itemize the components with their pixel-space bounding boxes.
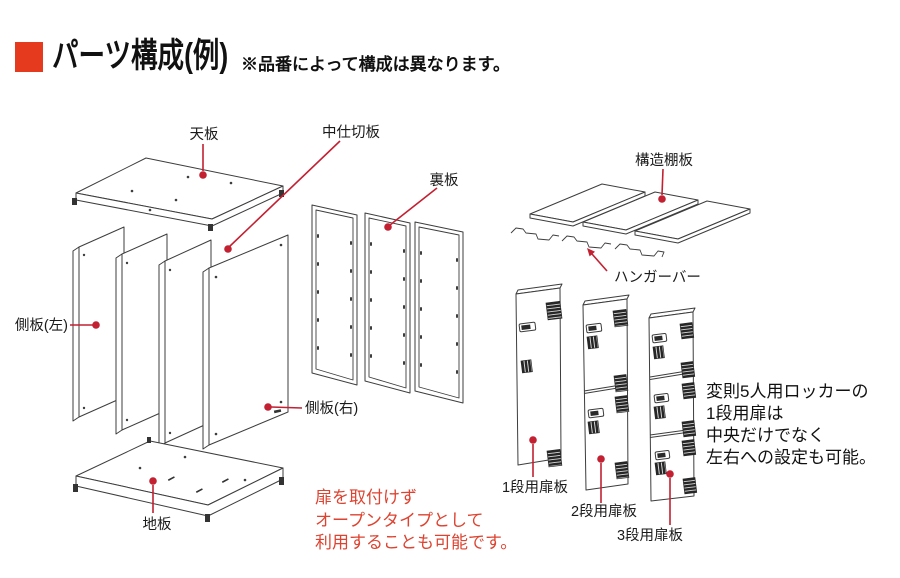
side-panel-left-shape: [72, 226, 125, 422]
irregular-locker-note-line: 1段用扉は: [706, 404, 784, 423]
door-3tier-shape: [648, 307, 698, 502]
label-door-3tier: 3段用扉板: [617, 526, 684, 544]
open-type-note: 扉を取付けず オープンタイプとして 利用することも可能です。: [315, 487, 517, 555]
open-type-note-line: 利用することも可能です。: [315, 533, 518, 552]
irregular-locker-note: 変則5人用ロッカーの 1段用扉は 中央だけでなく 左右への設定も可能。: [706, 381, 876, 469]
label-side-panel-left: 側板(左): [15, 316, 68, 334]
label-top-panel: 天板: [190, 125, 219, 143]
shelf-panels-shape: [529, 183, 751, 244]
back-panels-shape: [311, 204, 464, 404]
door-2tier-shape: [582, 294, 630, 491]
leader-lines: [70, 140, 674, 525]
label-side-panel-right: 側板(右): [305, 399, 358, 417]
label-hanger-bar: ハンガーバー: [614, 269, 701, 286]
door-lock: [520, 359, 533, 374]
open-type-note-line: オープンタイプとして: [315, 510, 484, 530]
side-panel-right-shape: [202, 234, 289, 450]
label-bottom-panel: 地板: [143, 515, 172, 533]
label-shelf-panel: 構造棚板: [635, 151, 693, 169]
label-door-2tier: 2段用扉板: [571, 502, 638, 520]
bottom-panel-shape: [73, 437, 284, 522]
irregular-locker-note-line: 左右への設定も可能。: [706, 448, 876, 467]
hanger-bar-shape: [510, 227, 665, 258]
partition-panel-2-shape: [158, 239, 212, 448]
hanger-bar-arrowhead: [587, 248, 595, 257]
title-note: ※品番によって構成は異なります。: [241, 55, 510, 74]
irregular-locker-note-line: 変則5人用ロッカーの: [706, 382, 869, 401]
top-panel-shape: [72, 157, 284, 231]
open-type-note-line: 扉を取付けず: [315, 488, 417, 507]
title-marker-square: [15, 42, 43, 72]
label-partition-panel: 中仕切板: [322, 123, 380, 141]
page-title: パーツ構成(例): [52, 37, 229, 75]
partition-panel-shape: [115, 233, 168, 435]
label-door-1tier: 1段用扉板: [502, 478, 569, 496]
label-back-panel: 裏板: [430, 171, 459, 189]
irregular-locker-note-line: 中央だけでなく: [706, 426, 825, 445]
door-handle: [518, 321, 537, 333]
door-1tier-shape: [515, 283, 563, 468]
